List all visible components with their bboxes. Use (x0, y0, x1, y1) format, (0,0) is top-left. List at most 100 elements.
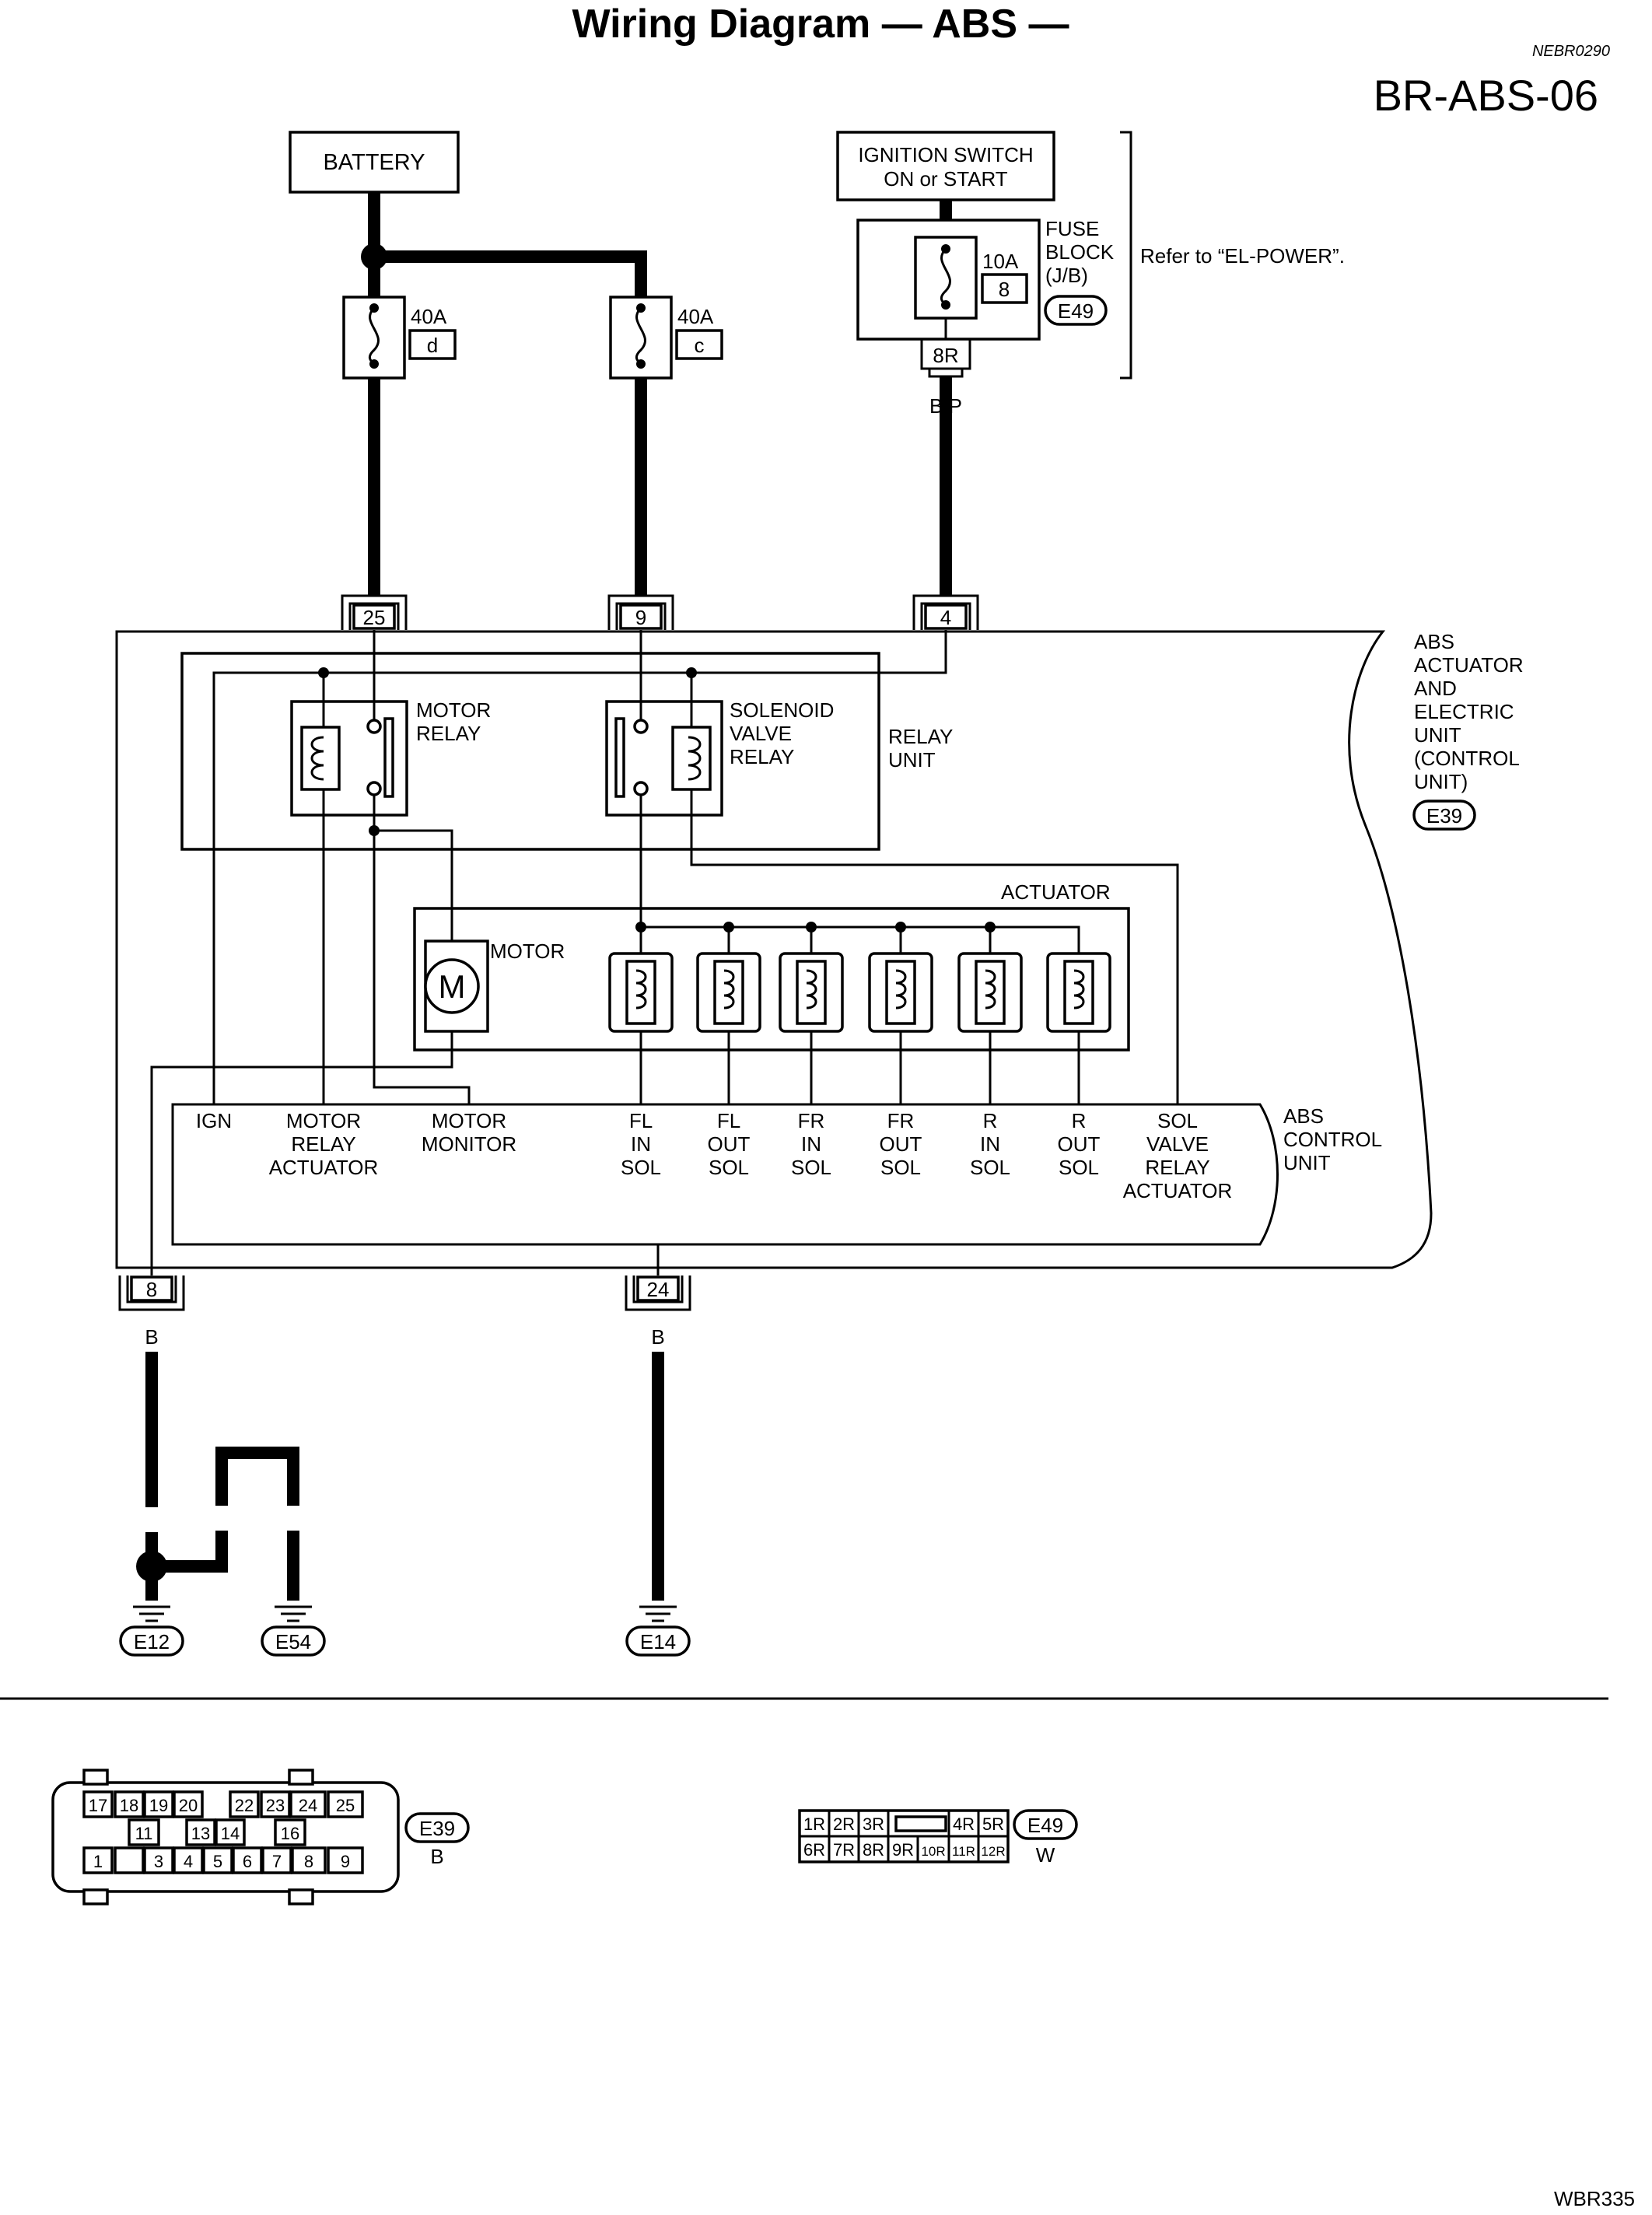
svg-text:SOL: SOL (1059, 1156, 1099, 1179)
control-unit-label-3: UNIT (1283, 1151, 1331, 1174)
terminal-motor-monitor: MOTOR MONITOR (422, 1109, 516, 1156)
svg-text:IN: IN (980, 1132, 1000, 1156)
ground-e14: E14 (640, 1630, 676, 1653)
ground-e54: E54 (275, 1630, 311, 1653)
svg-text:14: 14 (221, 1824, 240, 1843)
ground-symbol-e14 (639, 1605, 677, 1622)
connector-e49-face (798, 1809, 1010, 1863)
relay-unit-box (180, 652, 880, 851)
svg-text:6: 6 (243, 1852, 252, 1871)
svg-text:2R: 2R (833, 1814, 855, 1834)
fuse-d-amp: 40A (411, 305, 447, 328)
terminal-fl-in-sol: FL IN SOL (621, 1109, 661, 1179)
e39-row-1: 17 18 19 20 22 23 24 25 (82, 1790, 364, 1818)
pin-25: 25 (363, 606, 386, 629)
svg-text:24: 24 (299, 1796, 317, 1815)
e49-color: W (1036, 1843, 1055, 1867)
svg-text:MOTOR: MOTOR (286, 1109, 361, 1132)
e39-color: B (430, 1845, 443, 1868)
svg-text:OUT: OUT (880, 1132, 922, 1156)
connector-e39-face (51, 1769, 400, 1905)
relay-unit-label-2: UNIT (888, 748, 936, 772)
svg-text:7R: 7R (833, 1840, 855, 1860)
abs-unit-outline (115, 630, 1433, 1269)
fuse-d-id-box (408, 329, 457, 360)
terminal-fr-out-sol: FR OUT SOL (880, 1109, 922, 1179)
fuse-block-num-box (981, 273, 1028, 304)
fusible-link-c (609, 296, 673, 380)
svg-text:SOL: SOL (970, 1156, 1010, 1179)
fuse-c-id: c (695, 334, 705, 357)
motor-ground-wire (150, 1031, 453, 1268)
ignition-label-1: IGNITION SWITCH (858, 143, 1033, 166)
svg-text:9: 9 (341, 1852, 350, 1871)
relay-unit-label-1: RELAY (888, 725, 953, 748)
svg-text:8: 8 (304, 1852, 313, 1871)
pin4-feed-wire (212, 630, 947, 1104)
unit-label-7: UNIT) (1414, 770, 1468, 793)
svg-text:RELAY: RELAY (1145, 1156, 1209, 1179)
page-id: BR-ABS-06 (1374, 71, 1598, 120)
svg-text:SOL: SOL (1157, 1109, 1198, 1132)
diagram-code: NEBR0290 (1532, 43, 1610, 60)
svg-text:SOL: SOL (621, 1156, 661, 1179)
footer-code: WBR335 (1554, 2187, 1635, 2210)
motor-monitor-wire (373, 831, 471, 1104)
motor-relay-coil (300, 726, 341, 791)
svg-text:3: 3 (154, 1852, 163, 1871)
sol-relay-actuator-wire (690, 789, 1179, 1104)
refer-note: Refer to “EL-POWER”. (1140, 244, 1345, 268)
svg-text:9R: 9R (892, 1840, 914, 1860)
svg-text:19: 19 (149, 1796, 168, 1815)
svg-text:RELAY: RELAY (291, 1132, 355, 1156)
motor-supply-wire (374, 829, 453, 941)
fusible-link-d (342, 296, 406, 380)
solenoid-fr-out (868, 927, 933, 1104)
svg-text:22: 22 (235, 1796, 254, 1815)
svg-text:20: 20 (179, 1796, 198, 1815)
svg-text:16: 16 (281, 1824, 299, 1843)
svg-text:4R: 4R (953, 1814, 975, 1834)
terminal-motor-relay-actuator: MOTOR RELAY ACTUATOR (269, 1109, 379, 1179)
svg-text:1R: 1R (803, 1814, 825, 1834)
svg-text:7: 7 (272, 1852, 282, 1871)
pin-8-connector (118, 1275, 185, 1311)
terminal-r-in-sol: R IN SOL (970, 1109, 1010, 1179)
e49-row-1: 1R 2R 3R 4R 5R (803, 1814, 1004, 1834)
battery-box (289, 131, 460, 194)
abs-control-unit-box (171, 1103, 1279, 1246)
unit-label-3: AND (1414, 677, 1457, 700)
ground-symbol-e12 (133, 1605, 170, 1622)
motor-relay-label-2: RELAY (416, 722, 481, 745)
svg-text:IGN: IGN (196, 1109, 232, 1132)
sol-relay-label-2: VALVE (730, 722, 792, 745)
pin-24-connector (625, 1275, 691, 1311)
unit-label-1: ABS (1414, 630, 1454, 653)
e39-id: E39 (419, 1817, 455, 1840)
svg-text:MOTOR: MOTOR (432, 1109, 506, 1132)
ground-wire-color-2: B (651, 1325, 664, 1349)
e49-id: E49 (1027, 1814, 1063, 1837)
fuse-block-fuse (914, 236, 978, 320)
terminal-r-out-sol: R OUT SOL (1058, 1109, 1101, 1179)
fuse-block-amp: 10A (982, 250, 1019, 273)
svg-text:23: 23 (266, 1796, 285, 1815)
battery-label: BATTERY (323, 150, 425, 175)
fuse-block-conn-oval (1044, 295, 1108, 326)
battery-branch-wire (374, 250, 647, 299)
motor-relay-label-1: MOTOR (416, 698, 491, 722)
svg-text:FR: FR (887, 1109, 915, 1132)
sol-relay-label-1: SOLENOID (730, 698, 834, 722)
solenoid-relay-box (605, 700, 723, 817)
unit-label-2: ACTUATOR (1414, 653, 1524, 677)
svg-text:SOL: SOL (709, 1156, 749, 1179)
unit-conn: E39 (1426, 804, 1462, 828)
svg-text:6R: 6R (803, 1840, 825, 1860)
diagram-title: Wiring Diagram — ABS — (572, 2, 1069, 47)
svg-text:OUT: OUT (1058, 1132, 1101, 1156)
svg-text:VALVE: VALVE (1146, 1132, 1209, 1156)
svg-text:ACTUATOR: ACTUATOR (1123, 1179, 1233, 1202)
wire-y-color: Y (634, 394, 647, 418)
ignition-label-2: ON or START (884, 167, 1008, 191)
